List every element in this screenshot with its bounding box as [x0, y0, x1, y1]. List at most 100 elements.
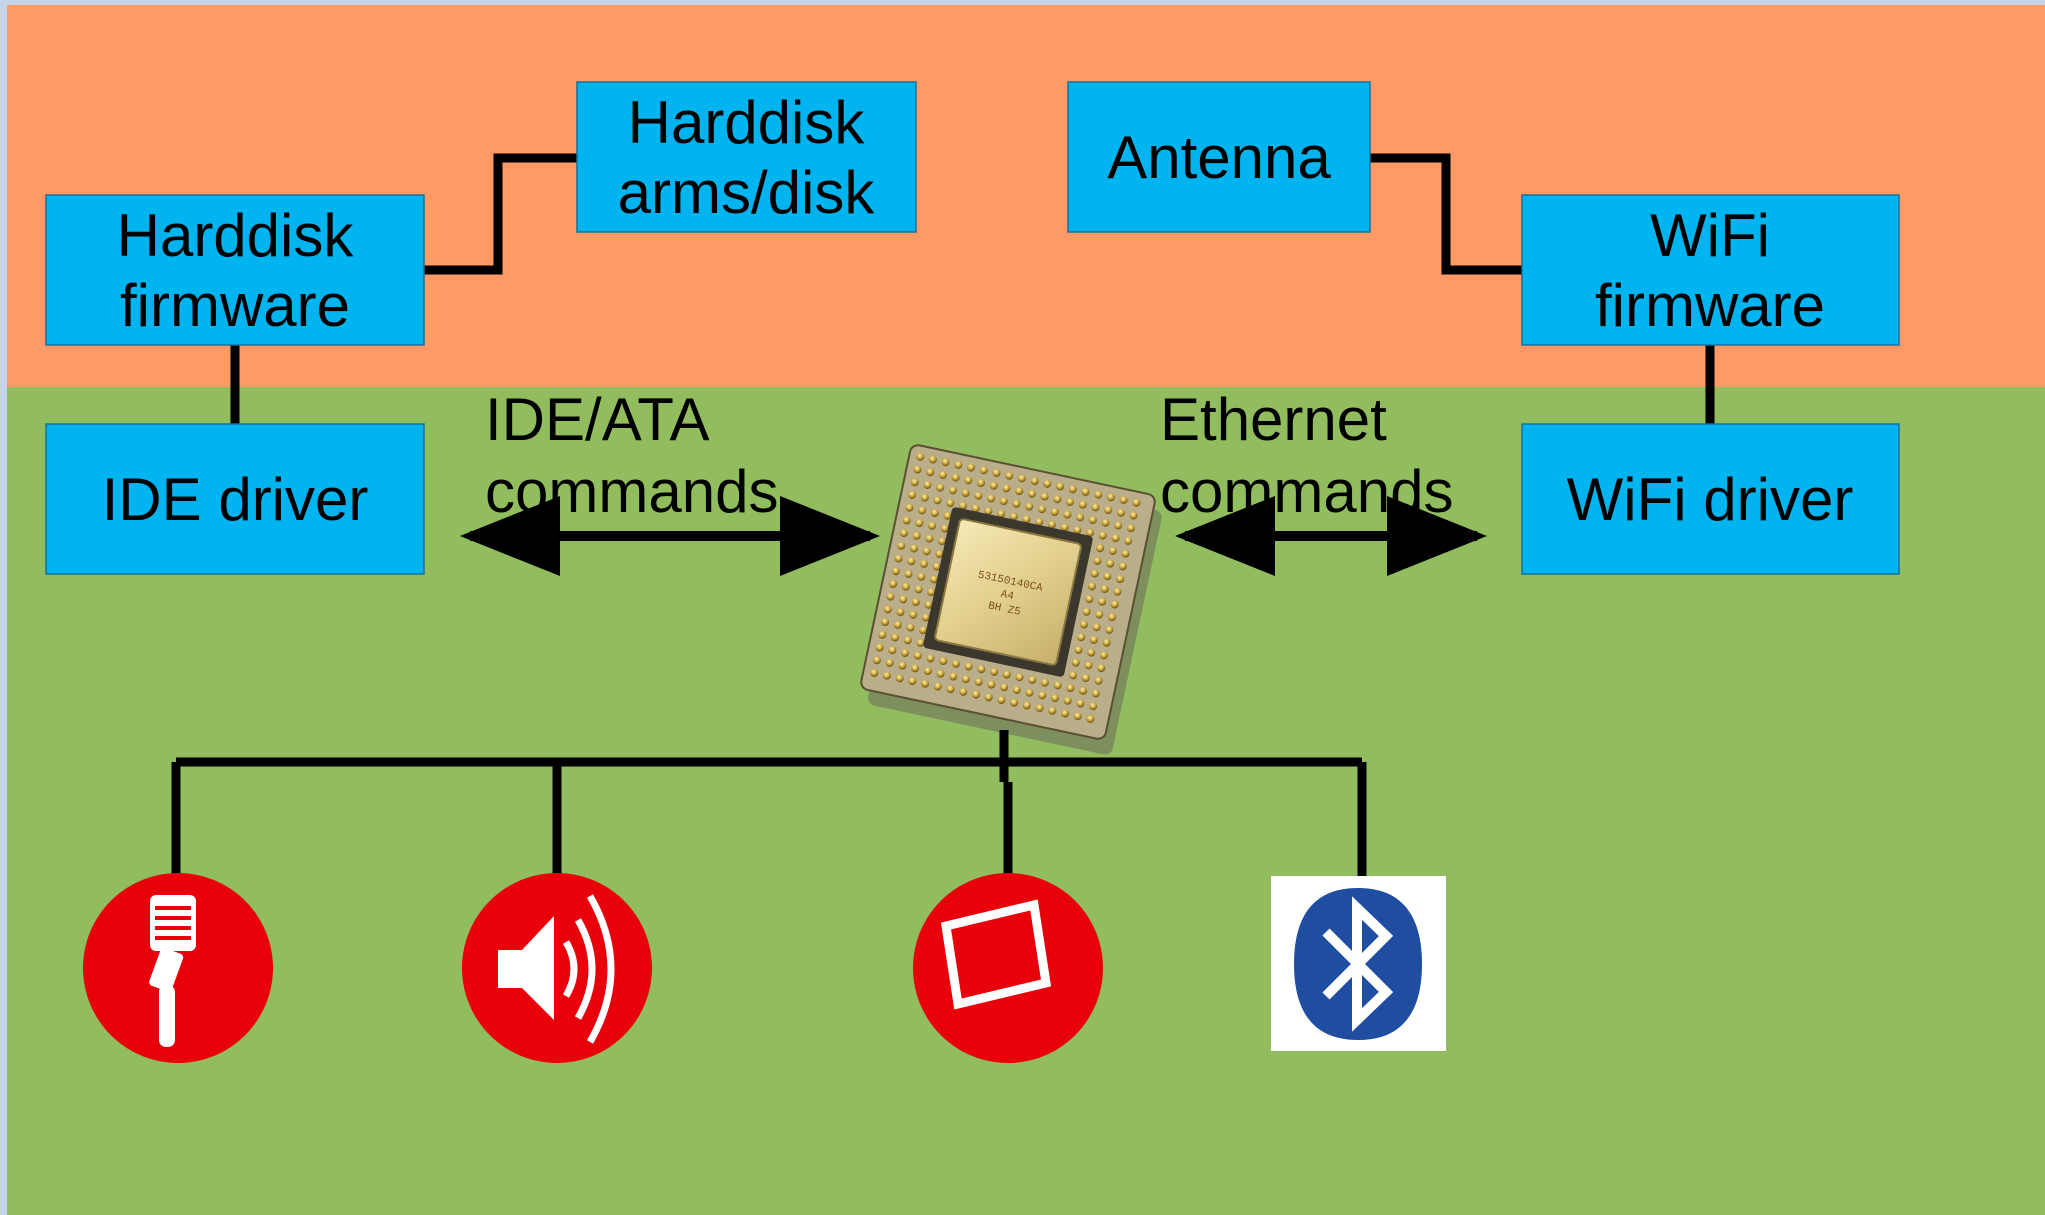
- cpu-pin: [915, 519, 924, 528]
- cpu-pin: [1025, 688, 1034, 697]
- cpu-pin: [1069, 671, 1078, 680]
- box-label-line: firmware: [1595, 272, 1825, 339]
- cpu-pin: [908, 490, 917, 499]
- cpu-pin: [906, 623, 915, 632]
- cpu-pin: [907, 557, 916, 566]
- cpu-pin: [1091, 689, 1100, 698]
- cpu-pin: [922, 547, 931, 556]
- cpu-pin: [911, 598, 920, 607]
- cpu-pin: [1086, 528, 1095, 537]
- cpu-pin: [1012, 685, 1021, 694]
- cpu-pin: [958, 501, 967, 510]
- arrow-label-line: commands: [485, 458, 778, 525]
- cpu-pin: [1074, 645, 1083, 654]
- bluetooth-icon: [1271, 876, 1446, 1051]
- cpu-pin: [992, 469, 1001, 478]
- cpu-pin: [1093, 556, 1102, 565]
- cpu-pin: [1096, 544, 1105, 553]
- box-label-line: arms/disk: [618, 159, 876, 226]
- ide-arrow: IDE/ATA commands: [460, 386, 880, 576]
- box-label-line: WiFi: [1650, 202, 1770, 269]
- cpu-pin: [902, 516, 911, 525]
- box-label-line: WiFi driver: [1567, 466, 1854, 533]
- arrow-label-line: commands: [1160, 458, 1453, 525]
- cpu-pin: [984, 507, 993, 516]
- cpu-pin: [913, 465, 922, 474]
- cpu-pin: [1118, 562, 1127, 571]
- cpu-pin: [1056, 482, 1065, 491]
- cpu-pin: [939, 657, 948, 666]
- cpu-pin: [959, 687, 968, 696]
- cpu-pin: [1129, 511, 1138, 520]
- cpu-pin: [1126, 524, 1135, 533]
- cpu-pin: [901, 648, 910, 657]
- cpu-pin: [1066, 497, 1075, 506]
- cpu-pin: [1090, 569, 1099, 578]
- cpu-pin: [1098, 597, 1107, 606]
- cpu-pin: [1103, 572, 1112, 581]
- cpu-pin: [961, 489, 970, 498]
- cpu-pin: [878, 630, 887, 639]
- display-icon: [913, 873, 1103, 1063]
- cpu-pin: [926, 654, 935, 663]
- box-wifi-firmware: WiFi firmware: [1521, 194, 1900, 346]
- cpu-pin: [1060, 523, 1069, 532]
- cpu-pin: [1022, 701, 1031, 710]
- cpu-pin: [1121, 549, 1130, 558]
- cpu-pin: [1124, 536, 1133, 545]
- cpu-pin: [913, 651, 922, 660]
- cpu-pin: [1010, 698, 1019, 707]
- cpu-pin: [899, 595, 908, 604]
- cpu-pin: [875, 643, 884, 652]
- cpu-pin: [1104, 506, 1113, 515]
- cpu-pin: [927, 588, 936, 597]
- cpu-pin: [941, 458, 950, 467]
- cpu-pin: [916, 638, 925, 647]
- cpu-pin: [912, 531, 921, 540]
- cpu-pin: [894, 554, 903, 563]
- cpu-pin: [1043, 479, 1052, 488]
- cpu-pin: [1081, 487, 1090, 496]
- cpu-pin: [1089, 635, 1098, 644]
- cpu-pin: [886, 592, 895, 601]
- cpu-pin: [1025, 502, 1034, 511]
- cpu-pin: [1040, 492, 1049, 501]
- cpu-pin: [984, 693, 993, 702]
- cpu-pin: [979, 466, 988, 475]
- box-label-line: firmware: [120, 272, 350, 339]
- cpu-pin: [935, 549, 944, 558]
- cpu-pin: [889, 579, 898, 588]
- cpu-pin: [911, 664, 920, 673]
- cpu-pin: [1071, 658, 1080, 667]
- cpu-pin: [905, 503, 914, 512]
- cpu-pin: [1005, 471, 1014, 480]
- cpu-pin: [1095, 610, 1104, 619]
- box-label-line: Harddisk: [628, 89, 866, 156]
- cpu-pin: [967, 463, 976, 472]
- connectors: [230, 153, 1715, 424]
- cpu-pin: [895, 674, 904, 683]
- cpu-pin: [870, 668, 879, 677]
- cpu-pin: [1108, 546, 1117, 555]
- cpu-pin: [933, 496, 942, 505]
- cpu-pin: [893, 620, 902, 629]
- cpu-pin: [1085, 595, 1094, 604]
- cpu-pin: [930, 575, 939, 584]
- box-label-line: Harddisk: [117, 202, 355, 269]
- cpu-pin: [1035, 517, 1044, 526]
- cpu-pin: [1078, 500, 1087, 509]
- cpu-pin: [938, 470, 947, 479]
- cpu-pin: [1002, 484, 1011, 493]
- cpu-pin: [909, 544, 918, 553]
- cpu-pin: [1030, 477, 1039, 486]
- cpu-pin: [910, 478, 919, 487]
- ethernet-arrow: Ethernet commands: [1160, 386, 1487, 576]
- cpu-pin: [948, 486, 957, 495]
- cpu-pin: [1068, 485, 1077, 494]
- cpu-pin: [899, 529, 908, 538]
- cpu-pin: [897, 541, 906, 550]
- cpu-pin: [987, 680, 996, 689]
- cpu-pin: [1092, 623, 1101, 632]
